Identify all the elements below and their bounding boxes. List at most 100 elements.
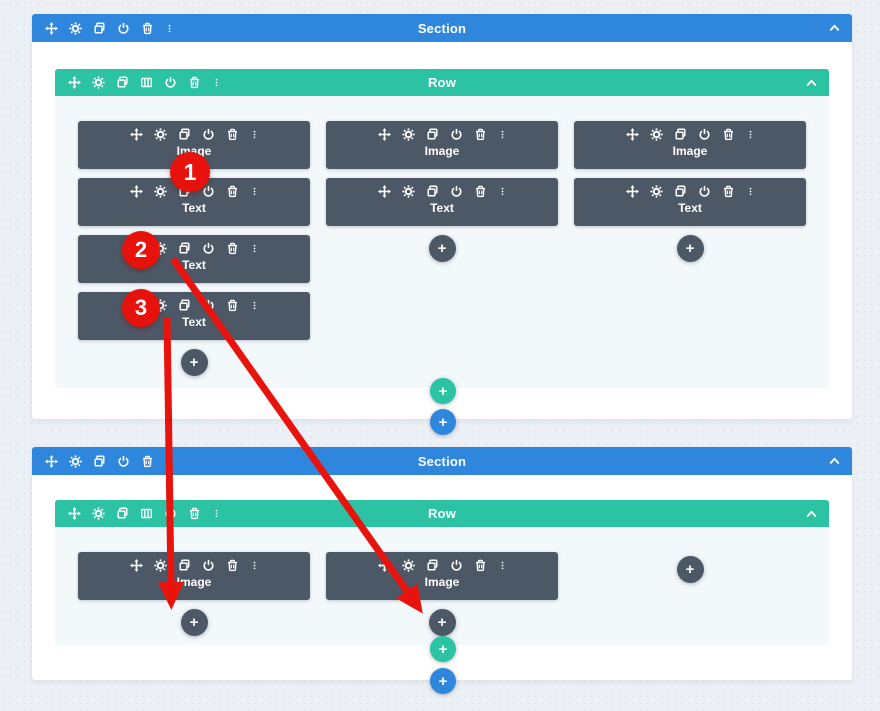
add-module-button[interactable]: + [180, 609, 208, 636]
duplicate-icon[interactable] [93, 22, 106, 35]
trash-icon[interactable] [188, 76, 201, 89]
trash-icon[interactable] [226, 559, 239, 572]
power-icon[interactable] [450, 128, 463, 141]
trash-icon[interactable] [141, 455, 154, 468]
power-icon[interactable] [202, 242, 215, 255]
gear-icon[interactable] [650, 128, 663, 141]
collapse-chevron-icon[interactable] [828, 22, 841, 35]
power-icon[interactable] [202, 559, 215, 572]
gear-icon[interactable] [154, 128, 167, 141]
power-icon[interactable] [202, 299, 215, 312]
add-row-button[interactable]: + [430, 636, 456, 662]
options-dots-icon[interactable] [165, 455, 174, 468]
trash-icon[interactable] [722, 185, 735, 198]
gear-icon[interactable] [92, 507, 105, 520]
duplicate-icon[interactable] [178, 299, 191, 312]
move-icon[interactable] [378, 559, 391, 572]
add-module-button[interactable]: + [676, 556, 704, 583]
options-dots-icon[interactable] [746, 185, 755, 198]
duplicate-icon[interactable] [178, 242, 191, 255]
power-icon[interactable] [202, 185, 215, 198]
duplicate-icon[interactable] [116, 507, 129, 520]
move-icon[interactable] [130, 242, 143, 255]
duplicate-icon[interactable] [93, 455, 106, 468]
add-row-button[interactable]: + [430, 378, 456, 404]
module-image[interactable]: Image [326, 552, 558, 600]
move-icon[interactable] [626, 185, 639, 198]
trash-icon[interactable] [226, 128, 239, 141]
gear-icon[interactable] [650, 185, 663, 198]
duplicate-icon[interactable] [426, 128, 439, 141]
duplicate-icon[interactable] [426, 559, 439, 572]
add-module-button[interactable]: + [676, 235, 704, 262]
options-dots-icon[interactable] [498, 185, 507, 198]
module-text[interactable]: Text [326, 178, 558, 226]
power-icon[interactable] [450, 559, 463, 572]
options-dots-icon[interactable] [250, 185, 259, 198]
duplicate-icon[interactable] [178, 185, 191, 198]
module-text[interactable]: Text [574, 178, 806, 226]
module-image[interactable]: Image [78, 552, 310, 600]
gear-icon[interactable] [69, 22, 82, 35]
gear-icon[interactable] [154, 559, 167, 572]
options-dots-icon[interactable] [165, 22, 174, 35]
add-module-button[interactable]: + [428, 609, 456, 636]
gear-icon[interactable] [154, 242, 167, 255]
add-section-button[interactable]: + [430, 409, 456, 435]
power-icon[interactable] [202, 128, 215, 141]
options-dots-icon[interactable] [498, 128, 507, 141]
power-icon[interactable] [164, 76, 177, 89]
trash-icon[interactable] [188, 507, 201, 520]
move-icon[interactable] [130, 299, 143, 312]
module-image[interactable]: Image [326, 121, 558, 169]
move-icon[interactable] [45, 22, 58, 35]
duplicate-icon[interactable] [178, 559, 191, 572]
duplicate-icon[interactable] [116, 76, 129, 89]
move-icon[interactable] [130, 185, 143, 198]
options-dots-icon[interactable] [250, 242, 259, 255]
power-icon[interactable] [117, 22, 130, 35]
options-dots-icon[interactable] [250, 128, 259, 141]
power-icon[interactable] [698, 185, 711, 198]
add-module-button[interactable]: + [180, 349, 208, 376]
options-dots-icon[interactable] [250, 559, 259, 572]
collapse-chevron-icon[interactable] [805, 76, 818, 89]
duplicate-icon[interactable] [674, 185, 687, 198]
trash-icon[interactable] [141, 22, 154, 35]
options-dots-icon[interactable] [250, 299, 259, 312]
module-text[interactable]: Text [78, 292, 310, 340]
power-icon[interactable] [450, 185, 463, 198]
options-dots-icon[interactable] [746, 128, 755, 141]
move-icon[interactable] [130, 559, 143, 572]
trash-icon[interactable] [474, 128, 487, 141]
section-header[interactable]: Section [32, 447, 852, 475]
move-icon[interactable] [68, 507, 81, 520]
trash-icon[interactable] [474, 559, 487, 572]
module-image[interactable]: Image [78, 121, 310, 169]
gear-icon[interactable] [69, 455, 82, 468]
collapse-chevron-icon[interactable] [805, 507, 818, 520]
trash-icon[interactable] [226, 242, 239, 255]
move-icon[interactable] [378, 185, 391, 198]
duplicate-icon[interactable] [178, 128, 191, 141]
move-icon[interactable] [130, 128, 143, 141]
trash-icon[interactable] [226, 185, 239, 198]
add-section-button[interactable]: + [430, 668, 456, 694]
collapse-chevron-icon[interactable] [828, 455, 841, 468]
duplicate-icon[interactable] [426, 185, 439, 198]
trash-icon[interactable] [226, 299, 239, 312]
options-dots-icon[interactable] [212, 76, 221, 89]
duplicate-icon[interactable] [674, 128, 687, 141]
module-text[interactable]: Text [78, 235, 310, 283]
options-dots-icon[interactable] [498, 559, 507, 572]
row-header[interactable]: Row [55, 69, 829, 96]
columns-icon[interactable] [140, 76, 153, 89]
options-dots-icon[interactable] [212, 507, 221, 520]
gear-icon[interactable] [154, 185, 167, 198]
gear-icon[interactable] [92, 76, 105, 89]
trash-icon[interactable] [474, 185, 487, 198]
columns-icon[interactable] [140, 507, 153, 520]
power-icon[interactable] [164, 507, 177, 520]
gear-icon[interactable] [154, 299, 167, 312]
gear-icon[interactable] [402, 185, 415, 198]
